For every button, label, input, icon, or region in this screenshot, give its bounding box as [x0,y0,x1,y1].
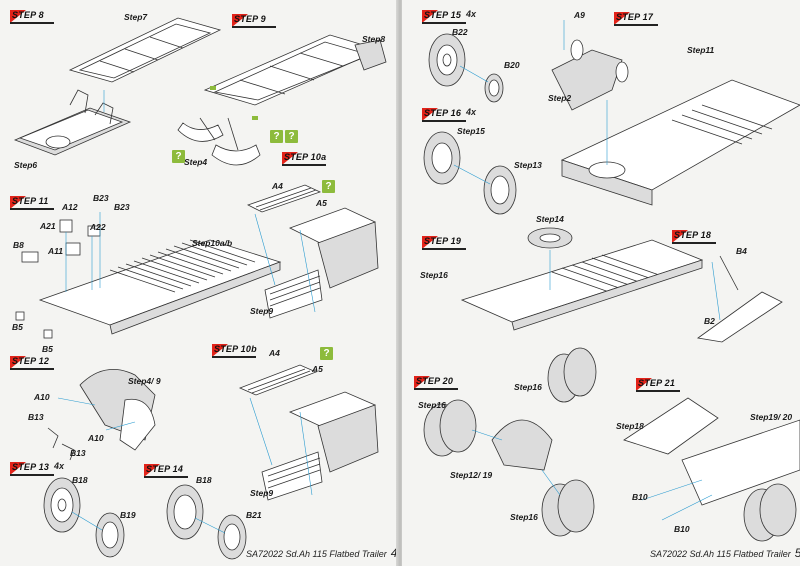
step9-frame-drawing [177,34,387,166]
step8-frame-drawing [13,17,222,156]
step10a-drawing [246,184,379,319]
step16-wheel-drawing [423,131,517,215]
part-label: B5 [12,322,23,332]
page-number: 5 [795,546,800,560]
part-label: A4 [272,181,283,191]
part-label: B18 [72,475,88,485]
part-label: Step19/ 20 [750,412,793,422]
part-label: Step16 [514,382,542,392]
question-mark-icon: ? [172,150,185,163]
step21-assembly-drawing [623,397,800,542]
part-label: Step18 [616,421,644,431]
part-label: B10 [632,492,648,502]
part-label: A5 [316,198,327,208]
part-label: Step12/ 19 [450,470,493,480]
part-label: Step9 [250,306,274,316]
question-mark-icon: ? [285,130,298,143]
part-label: A22 [90,222,106,232]
part-label: A9 [574,10,585,20]
page-number: 4 [390,546,398,560]
step19-trailer-drawing [460,227,704,403]
part-label: Step4/ 9 [128,376,161,386]
page-footer: SA72022 Sd.Ah 115 Flatbed Trailer5 [650,546,800,560]
part-label: Step6 [14,160,38,170]
step14-wheel-drawing [166,484,247,560]
step-header-10a: STEP 10a [282,152,362,166]
step-header-12: STEP 12 [10,356,90,370]
part-label: Step15 [457,126,485,136]
part-label: B19 [120,510,136,520]
part-label: Step16 [418,400,446,410]
part-label: B20 [504,60,520,70]
part-label: B23 [93,193,109,203]
part-label: B10 [674,524,690,534]
part-label: Step10a/b [192,238,233,248]
step-header-20: STEP 20 [414,376,494,390]
part-label: B2 [704,316,715,326]
part-label: B18 [196,475,212,485]
step-header-14: STEP 14 [144,464,224,478]
part-label: B13 [28,412,44,422]
part-label: B8 [13,240,24,250]
step10b-drawing [238,364,379,501]
part-label: B21 [246,510,262,520]
step-header-17: STEP 17 [614,12,694,26]
question-mark-icon: ? [270,130,283,143]
part-label: Step13 [514,160,542,170]
left-page: STEP 8 STEP 9 STEP 10a STEP 11 STEP 12 S… [0,0,398,566]
part-label: Step16 [420,270,448,280]
step20-wheel-drawing [423,399,595,537]
step-header-11: STEP 11 [10,196,90,210]
question-mark-icon: ? [322,180,335,193]
part-label: Step16 [510,512,538,522]
step15-wheel-drawing [428,33,504,103]
part-label: A12 [62,202,78,212]
step-header-19: STEP 19 [422,236,502,250]
part-label: B13 [70,448,86,458]
part-label: Step14 [536,214,564,224]
right-page-drawings [423,20,800,542]
part-label: Step11 [687,45,715,55]
part-label: Step2 [548,93,572,103]
part-label: Step7 [124,12,148,22]
step13-wheel-drawing [43,477,125,558]
part-label: Step8 [362,34,386,44]
part-label: B5 [42,344,53,354]
step-header-18: STEP 18 [672,230,752,244]
step-header-9: STEP 9 [232,14,312,28]
part-label: A11 [48,246,63,256]
part-label: Step4 [184,157,208,167]
step11-deck-drawing [15,212,282,339]
step-header-10b: STEP 10b [212,344,292,358]
part-label: A4 [269,348,280,358]
part-label: B22 [452,27,468,37]
part-label: A10 [88,433,104,443]
part-label: A21 [40,221,56,231]
part-label: Step9 [250,488,274,498]
part-label: A5 [312,364,323,374]
step-header-8: STEP 8 [10,10,90,24]
part-label: A10 [34,392,50,402]
left-page-drawings [13,17,387,560]
step18-drawbar-drawing [696,255,783,343]
part-label: B4 [736,246,747,256]
part-label: B23 [114,202,130,212]
step12-fender-drawing [47,369,156,461]
question-mark-icon: ? [320,347,333,360]
step17-chassis-drawing [551,20,800,206]
book-gutter [396,0,404,566]
step-header-21: STEP 21 [636,378,716,392]
